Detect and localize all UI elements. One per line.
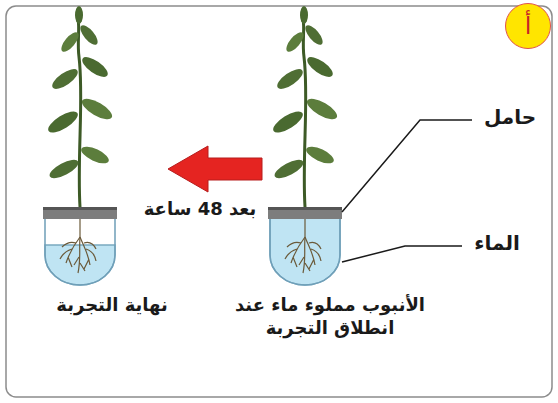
label-text: نهاية التجربة	[56, 293, 167, 316]
time-arrow	[168, 146, 262, 192]
frame	[6, 6, 552, 397]
test-tube-end	[43, 6, 117, 285]
test-tube-start	[268, 6, 342, 285]
badge-letter: أ	[525, 14, 532, 38]
label-text: حامل	[484, 104, 536, 130]
badge-circle: أ	[505, 3, 551, 49]
label-text: بعد 48 ساعة	[144, 197, 257, 220]
leader-line	[342, 120, 472, 212]
label-text: الماء	[474, 230, 520, 256]
leader-line	[342, 246, 462, 262]
label-text: الأنبوب مملوء ماء عند انطلاق التجربة	[225, 293, 435, 340]
